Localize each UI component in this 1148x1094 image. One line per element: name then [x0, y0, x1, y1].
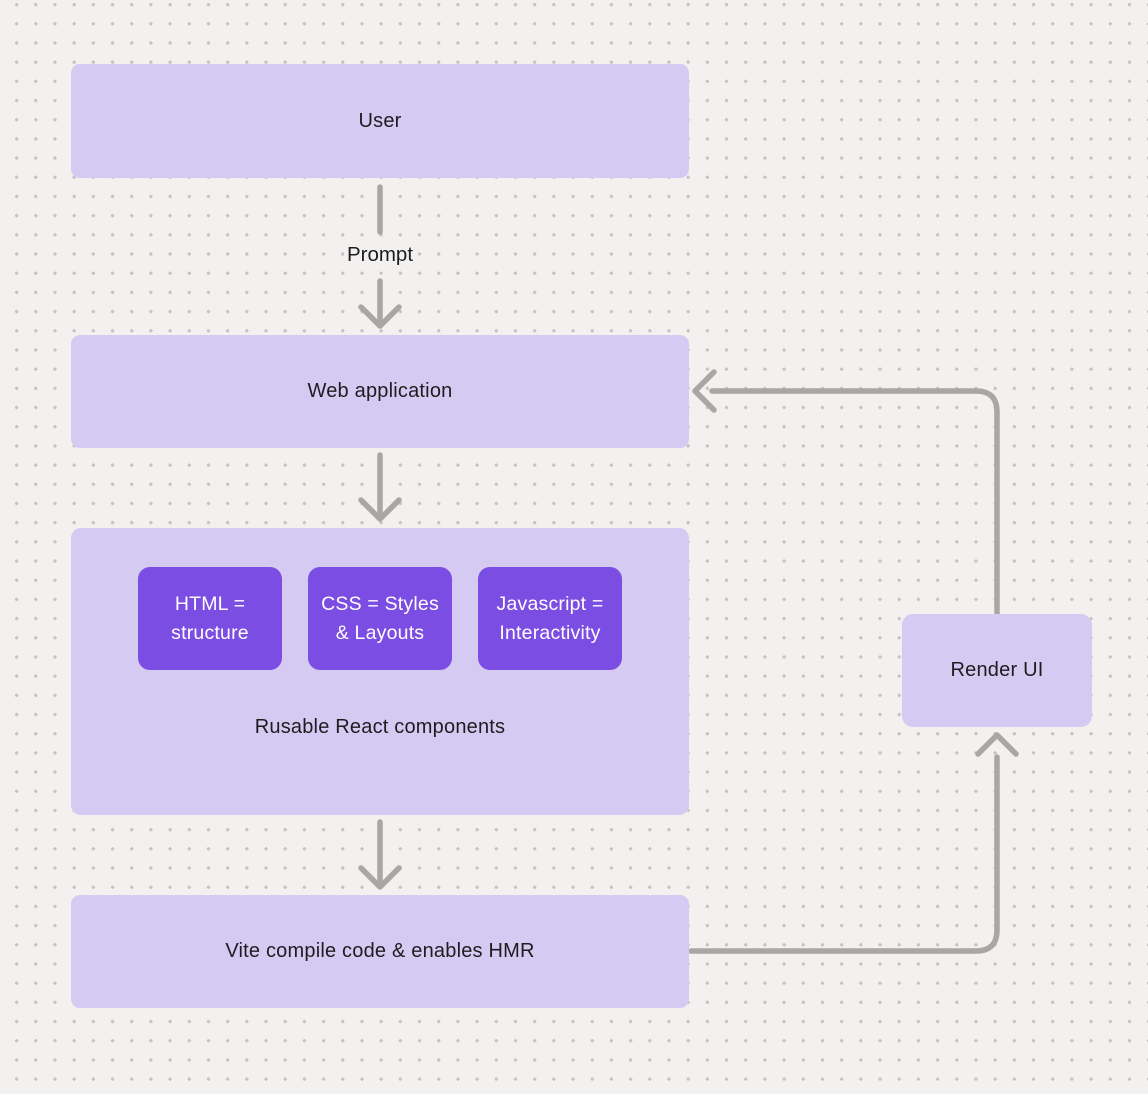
edge-vite-renderui — [688, 754, 1000, 954]
node-user[interactable]: User — [71, 64, 689, 178]
edge-renderui-webapp — [709, 388, 1000, 617]
node-vite-label: Vite compile code & enables HMR — [225, 940, 535, 962]
edge-label-prompt: Prompt — [310, 243, 450, 267]
components-caption: Rusable React components — [254, 716, 506, 738]
chip-css-label: CSS = Styles & Layouts — [321, 592, 439, 644]
node-components-container[interactable]: HTML = structure CSS = Styles & Layouts … — [71, 528, 689, 815]
arrowhead-left-webapp — [692, 369, 717, 413]
arrowhead-down-components — [358, 497, 402, 522]
arrowhead-down-vite — [358, 865, 402, 890]
chip-javascript[interactable]: Javascript = Interactivity — [478, 567, 622, 670]
node-render-ui[interactable]: Render UI — [902, 614, 1092, 727]
chip-html-label: HTML = structure — [171, 592, 249, 644]
node-web-application[interactable]: Web application — [71, 335, 689, 448]
chip-javascript-label: Javascript = Interactivity — [496, 592, 604, 644]
chip-css[interactable]: CSS = Styles & Layouts — [308, 567, 452, 670]
node-render-ui-label: Render UI — [950, 659, 1044, 681]
node-user-label: User — [358, 109, 402, 132]
arrowhead-down-webapp — [358, 304, 402, 329]
chip-row: HTML = structure CSS = Styles & Layouts … — [138, 567, 622, 670]
arrowhead-up-renderui — [975, 732, 1019, 757]
node-web-application-label: Web application — [307, 380, 453, 402]
node-vite[interactable]: Vite compile code & enables HMR — [71, 895, 689, 1008]
chip-html[interactable]: HTML = structure — [138, 567, 282, 670]
